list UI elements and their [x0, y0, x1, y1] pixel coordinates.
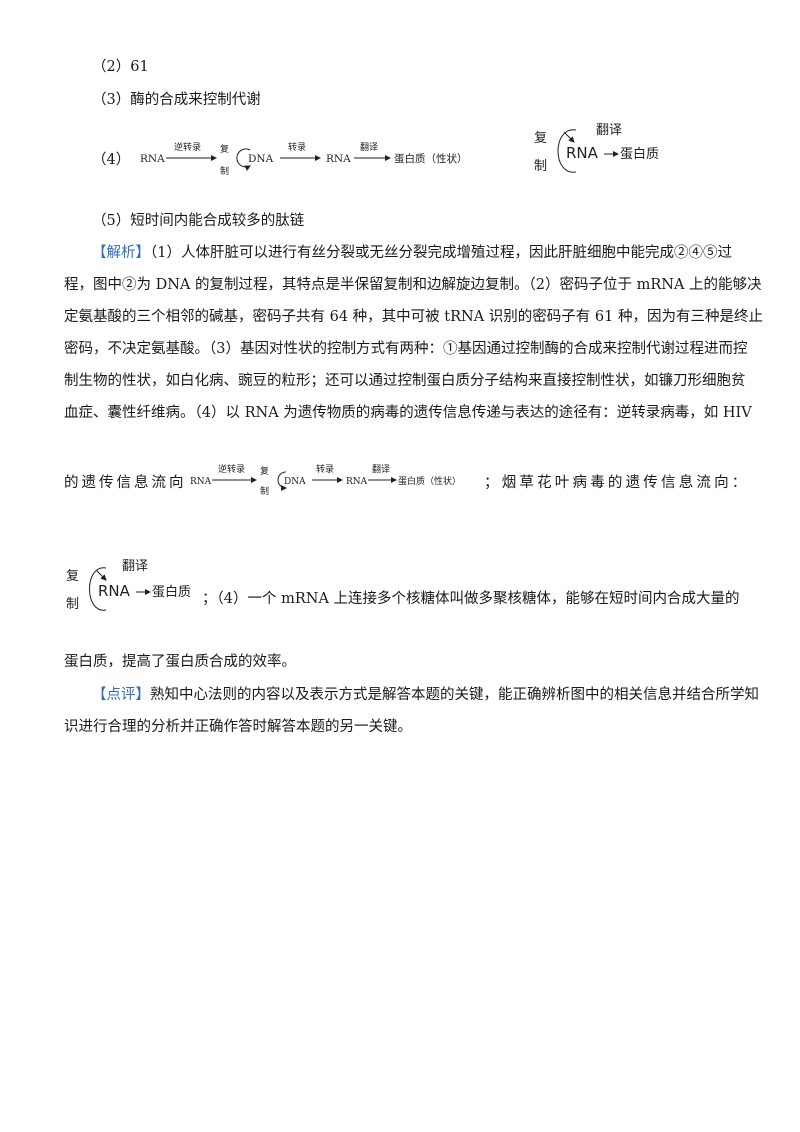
comment-label: 【点评】 — [92, 687, 150, 703]
analysis-line-9: 蛋白质，提高了蛋白质合成的效率。 — [64, 654, 296, 670]
comment-line-2: 识进行合理的分析并正确作答时解答本题的另一关键。 — [64, 719, 412, 735]
flow-dna: DNA — [248, 153, 274, 165]
hiv-flow-transcribe-label: 转录 — [316, 463, 334, 475]
answer-3: （3）酶的合成来控制代谢 — [92, 92, 261, 108]
flow-fu-char: 复 — [220, 143, 229, 155]
rna-flow-rna: RNA — [566, 144, 599, 162]
analysis-line-4: 密码，不决定氨基酸。（3）基因对性状的控制方式有两种：①基因通过控制酶的合成来控… — [64, 341, 748, 357]
comment-text-1: 熟知中心法则的内容以及表示方式是解答本题的关键，能正确辨析图中的相关信息并结合所… — [150, 687, 759, 703]
hiv-flow-dna: DNA — [284, 477, 306, 487]
comment-line-1: 【点评】熟知中心法则的内容以及表示方式是解答本题的关键，能正确辨析图中的相关信息… — [92, 685, 759, 705]
analysis-line-8: ；（4）一个 mRNA 上连接多个核糖体叫做多聚核糖体，能够在短时间内合成大量的 — [202, 591, 740, 607]
hiv-flow-zhi-char: 制 — [260, 485, 269, 497]
analysis-line-6: 血症、囊性纤维病。（4）以 RNA 为遗传物质的病毒的遗传信息传递与表达的途径有… — [64, 405, 752, 421]
rna-flow-zhi-char: 制 — [534, 159, 547, 174]
tmv-flow-zhi-char: 制 — [66, 597, 79, 612]
analysis-line-5: 制生物的性状，如白化病、豌豆的粒形；还可以通过控制蛋白质分子结构来直接控制性状，… — [64, 373, 746, 389]
flow-translate-label: 翻译 — [360, 142, 378, 153]
flow-rna-start: RNA — [140, 153, 165, 165]
hiv-flow-fu-char: 复 — [260, 465, 269, 477]
answer-5: （5）短时间内能合成较多的肽链 — [92, 213, 305, 229]
flow-rna-mid: RNA — [326, 153, 351, 165]
answer-2: （2）61 — [92, 59, 149, 75]
flow-protein-trait: 蛋白质（性状） — [394, 152, 468, 165]
hiv-flow-translate-label: 翻译 — [372, 464, 390, 475]
hiv-flow-protein-trait: 蛋白质（性状） — [398, 475, 461, 487]
analysis-label: 【解析】 — [92, 245, 150, 261]
hiv-flow-rna-mid: RNA — [346, 477, 368, 487]
tmv-flow-translate-label: 翻译 — [122, 559, 148, 574]
analysis-line-1: 【解析】（1）人体肝脏可以进行有丝分裂或无丝分裂完成增殖过程，因此肝脏细胞中能完… — [92, 243, 732, 263]
rna-flow-protein: 蛋白质 — [620, 146, 659, 162]
hiv-flow-rna-start: RNA — [190, 477, 212, 487]
tmv-flow-fu-char: 复 — [66, 569, 79, 584]
rna-flow-fu-char: 复 — [534, 131, 547, 146]
analysis-text-1: （1）人体肝脏可以进行有丝分裂或无丝分裂完成增殖过程，因此肝脏细胞中能完成②④⑤… — [150, 245, 732, 261]
analysis-line-2: 程，图中②为 DNA 的复制过程，其特点是半保留复制和边解旋边复制。（2）密码子… — [64, 277, 762, 293]
rna-virus-flow-diagram: 复 制 翻译 RNA 蛋白质 — [534, 123, 659, 174]
hiv-flow-reverse-label: 逆转录 — [218, 463, 245, 475]
retrovirus-flow-diagram: RNA 逆转录 复 制 DNA 转录 RNA 翻译 蛋白质（性状） — [140, 141, 468, 177]
analysis-line-3: 定氨基酸的三个相邻的碱基，密码子共有 64 种，其中可被 tRNA 识别的密码子… — [64, 309, 763, 325]
flow-transcribe-label: 转录 — [288, 141, 306, 153]
tmv-flow-protein: 蛋白质 — [152, 584, 191, 600]
flow-zhi-char: 制 — [220, 165, 229, 177]
tmv-flow-rna: RNA — [98, 582, 131, 600]
hiv-flow-diagram: RNA 逆转录 复 制 DNA 转录 RNA 翻译 蛋白质（性状） — [190, 463, 461, 497]
flow-reverse-label: 逆转录 — [174, 141, 201, 153]
answer-4-number: （4） — [92, 152, 131, 168]
analysis-line-7b: ；烟草花叶病毒的遗传信息流向： — [484, 475, 750, 491]
tmv-flow-diagram: 复 制 翻译 RNA 蛋白质 — [66, 559, 191, 612]
analysis-line-7a: 的遗传信息流向 — [64, 475, 187, 491]
rna-flow-translate-label: 翻译 — [596, 123, 622, 138]
